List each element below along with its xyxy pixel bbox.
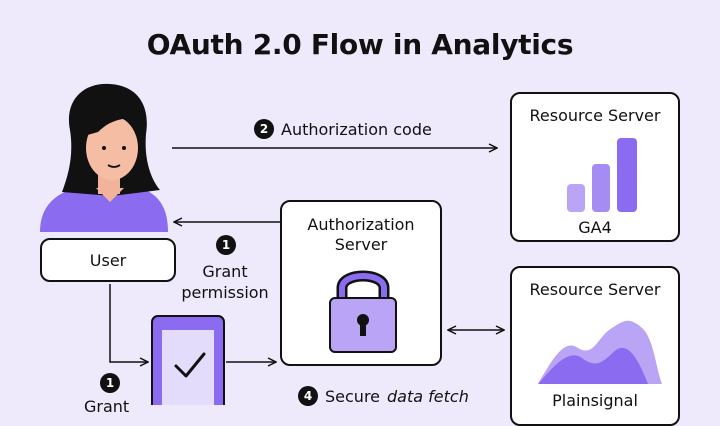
padlock-icon	[329, 270, 397, 353]
step-grant-number-badge: 1	[216, 235, 236, 255]
user-label: User	[89, 251, 127, 270]
resource-server-ga4-name: GA4	[578, 218, 612, 237]
step-grant-lower-label: Grant	[84, 397, 130, 416]
resource-server-plainsignal-name: Plainsignal	[552, 391, 638, 410]
authorization-server-label-line1: Authorization	[307, 215, 415, 234]
step-authorization-code: 2 Authorization code	[254, 119, 432, 139]
step-secure-data-fetch: 4 Secure data fetch	[298, 386, 469, 406]
authorization-server-label-line2: Server	[334, 235, 388, 254]
bar-chart-icon	[567, 138, 637, 212]
user-box: User	[40, 238, 176, 282]
step-number-badge: 4	[298, 386, 318, 406]
resource-server-plainsignal-box: Resource Server Plainsignal	[510, 266, 680, 426]
resource-server-ga4-box: Resource Server GA4	[510, 92, 680, 242]
step-grant-label: Grant permission	[180, 261, 270, 303]
diagram-title: OAuth 2.0 Flow in Analytics	[146, 28, 574, 61]
flow-diagram	[40, 83, 720, 405]
device-check-icon	[151, 315, 225, 405]
resource-server-ga4-heading: Resource Server	[529, 106, 661, 125]
step-label: Authorization code	[281, 119, 432, 139]
step-grant-line1: Grant	[202, 262, 248, 281]
step-grant-line2: permission	[181, 283, 269, 302]
authorization-server-box: Authorization Server	[280, 200, 442, 366]
step-grant-lower-number-badge: 1	[100, 373, 120, 393]
step-secure-label-emphasis: data fetch	[387, 386, 469, 406]
step-secure-label: Secure	[325, 386, 381, 406]
arrow-user-to-device	[109, 284, 148, 362]
resource-server-plainsignal-heading: Resource Server	[529, 280, 661, 299]
user-avatar-icon	[40, 83, 168, 232]
step-number-badge: 2	[254, 119, 274, 139]
area-chart-icon	[538, 320, 662, 384]
